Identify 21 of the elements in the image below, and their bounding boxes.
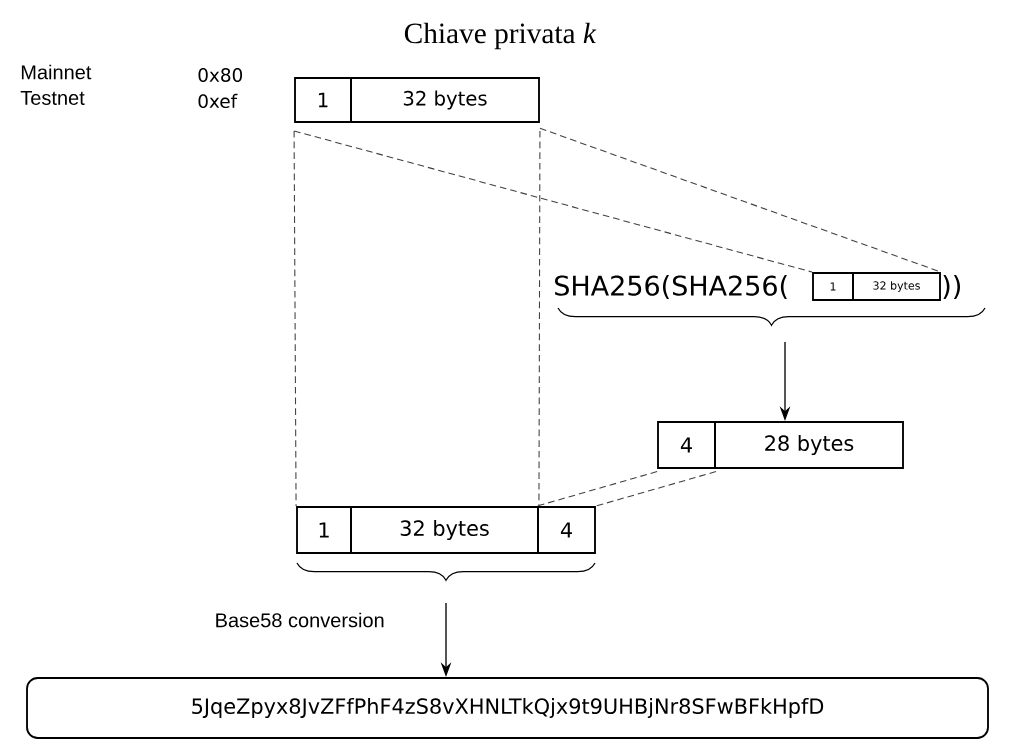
byte-cell: 32 bytes	[350, 77, 540, 123]
byte-cell: 1	[294, 77, 352, 123]
byte-cell: 32 bytes	[350, 506, 539, 554]
byte-cell: 1	[812, 272, 854, 301]
caption-text: Base58 conversion	[216, 612, 384, 628]
byte-cell: 32 bytes	[852, 272, 941, 301]
prefix-label: 0xef	[198, 93, 238, 109]
title: Chiave privata k	[404, 22, 597, 50]
byte-cell: 1	[296, 506, 352, 554]
hash-expression: ))	[943, 274, 960, 299]
dashed-line	[536, 471, 658, 507]
dashed-line	[595, 471, 717, 507]
prefix-label: 0x80	[198, 68, 243, 82]
hash-expression: SHA256(SHA256(	[555, 274, 787, 299]
result-box: 5JqeZpyx8JvZFfPhF4zS8vXHNLTkQjx9t9UHBjNr8SFwBFkHpfD	[26, 677, 989, 739]
byte-cell: 4	[657, 421, 716, 469]
network-label: Mainnet	[21, 64, 92, 80]
byte-cell: 28 bytes	[714, 421, 904, 469]
dashed-line	[293, 130, 813, 273]
network-label: Testnet	[20, 91, 85, 105]
byte-cell: 4	[537, 506, 596, 554]
